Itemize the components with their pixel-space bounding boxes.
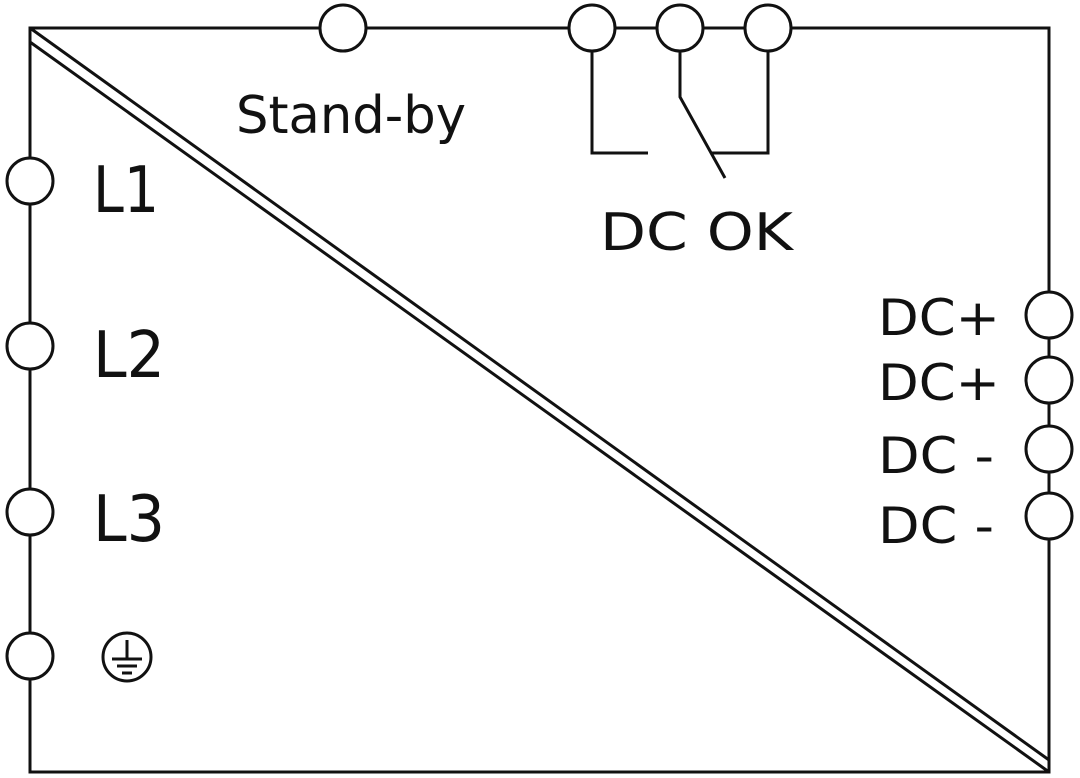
terminal-dcok-1 xyxy=(567,3,617,53)
terminal-dc-minus-2 xyxy=(1024,491,1074,541)
dc-minus-label-1: DC - xyxy=(878,427,994,485)
terminal-dc-minus-1 xyxy=(1024,424,1074,474)
relay-contact-symbol xyxy=(590,51,770,179)
dc-plus-label-1: DC+ xyxy=(878,289,1000,347)
l3-label: L3 xyxy=(93,483,165,557)
diagonal-line-upper xyxy=(29,26,1050,762)
l2-label: L2 xyxy=(93,319,165,393)
terminal-l3 xyxy=(5,487,55,537)
l1-label: L1 xyxy=(93,154,159,228)
terminal-pe xyxy=(5,631,55,681)
terminal-l2 xyxy=(5,321,55,371)
terminal-dcok-3 xyxy=(743,3,793,53)
diagonal-line-lower xyxy=(29,40,1050,774)
terminal-standby xyxy=(318,3,368,53)
terminal-dcok-2 xyxy=(655,3,705,53)
dc-ok-label: DC OK xyxy=(600,203,795,263)
protective-earth-icon xyxy=(101,631,153,683)
dc-plus-label-2: DC+ xyxy=(878,354,1000,412)
standby-label: Stand-by xyxy=(236,86,466,146)
terminal-l1 xyxy=(5,156,55,206)
terminal-dc-plus-2 xyxy=(1024,355,1074,405)
dc-minus-label-2: DC - xyxy=(878,497,994,555)
terminal-dc-plus-1 xyxy=(1024,290,1074,340)
